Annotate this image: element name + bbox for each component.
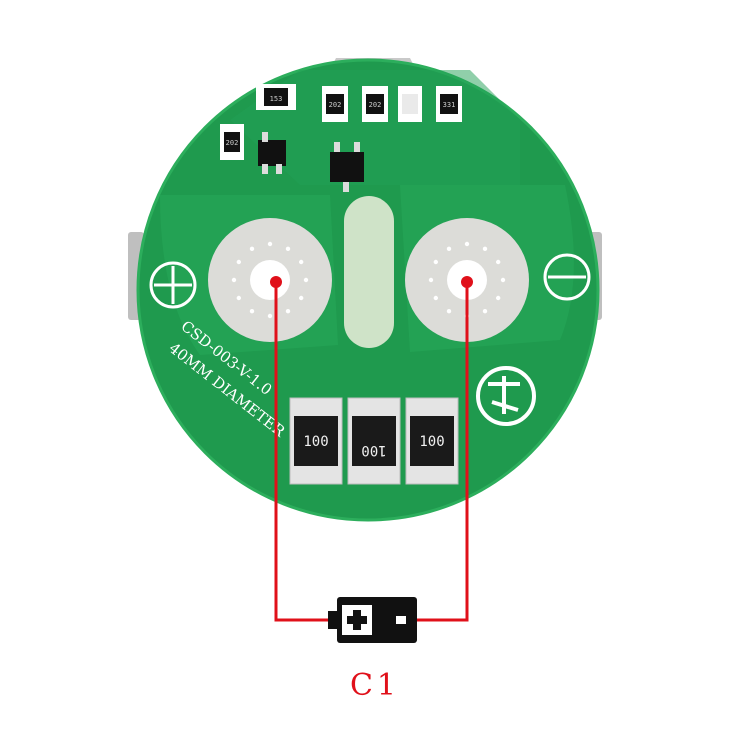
- minus-symbol: [543, 253, 591, 301]
- resistor-bank: 100 100 100: [289, 397, 459, 485]
- resistor-2-label: 100: [361, 442, 386, 458]
- positive-hole: [250, 260, 290, 300]
- via-hole: [298, 259, 304, 265]
- via-hole: [433, 295, 439, 301]
- wire-positive: [274, 282, 336, 622]
- battery-icon: [328, 597, 417, 643]
- via-hole: [249, 308, 255, 314]
- via-hole: [495, 295, 501, 301]
- wiring: [274, 282, 469, 622]
- smd-led: [398, 86, 422, 122]
- resistor-1-label: 100: [303, 434, 328, 450]
- via-hole: [464, 241, 470, 247]
- pcb-logo: [476, 366, 536, 426]
- sot23-ic: [330, 142, 364, 192]
- via-hole: [236, 259, 242, 265]
- smd-label-2: 202: [329, 101, 342, 109]
- pad-vias-right: [428, 241, 506, 319]
- via-hole: [231, 277, 237, 283]
- smd-resistor-1: 153: [256, 84, 296, 110]
- via-hole: [500, 277, 506, 283]
- resistor-1: 100: [289, 397, 343, 485]
- via-hole: [495, 259, 501, 265]
- via-hole: [285, 246, 291, 252]
- via-hole: [303, 277, 309, 283]
- via-hole: [249, 246, 255, 252]
- smd-resistor-3: 202: [362, 86, 388, 122]
- positive-terminal-dot: [270, 276, 282, 288]
- sot23-transistor: [258, 132, 286, 174]
- via-hole: [298, 295, 304, 301]
- via-hole: [236, 295, 242, 301]
- wire-negative: [416, 282, 469, 622]
- smd-resistor-4: 331: [436, 86, 462, 122]
- via-hole: [267, 313, 273, 319]
- caption-c1: C1: [349, 668, 401, 703]
- smd-resistor-5: 202: [220, 124, 244, 160]
- smd-label-4: 331: [443, 101, 456, 109]
- via-hole: [482, 308, 488, 314]
- pcb-board: 153 202 202 331: [128, 58, 602, 522]
- resistor-2: 100: [347, 397, 401, 485]
- plus-symbol: [149, 261, 197, 309]
- via-hole: [428, 277, 434, 283]
- via-hole: [433, 259, 439, 265]
- via-hole: [446, 246, 452, 252]
- resistor-3-label: 100: [419, 434, 444, 450]
- negative-terminal-dot: [461, 276, 473, 288]
- smd-label-1: 153: [270, 95, 283, 103]
- via-hole: [446, 308, 452, 314]
- smd-resistor-2: 202: [322, 86, 348, 122]
- smd-components: 153 202 202 331: [220, 84, 462, 192]
- smd-label-5: 202: [226, 139, 239, 147]
- via-hole: [267, 241, 273, 247]
- resistor-3: 100: [405, 397, 459, 485]
- via-hole: [482, 246, 488, 252]
- center-pad: [344, 196, 394, 348]
- pad-vias-left: [231, 241, 309, 319]
- smd-label-3: 202: [369, 101, 382, 109]
- via-hole: [285, 308, 291, 314]
